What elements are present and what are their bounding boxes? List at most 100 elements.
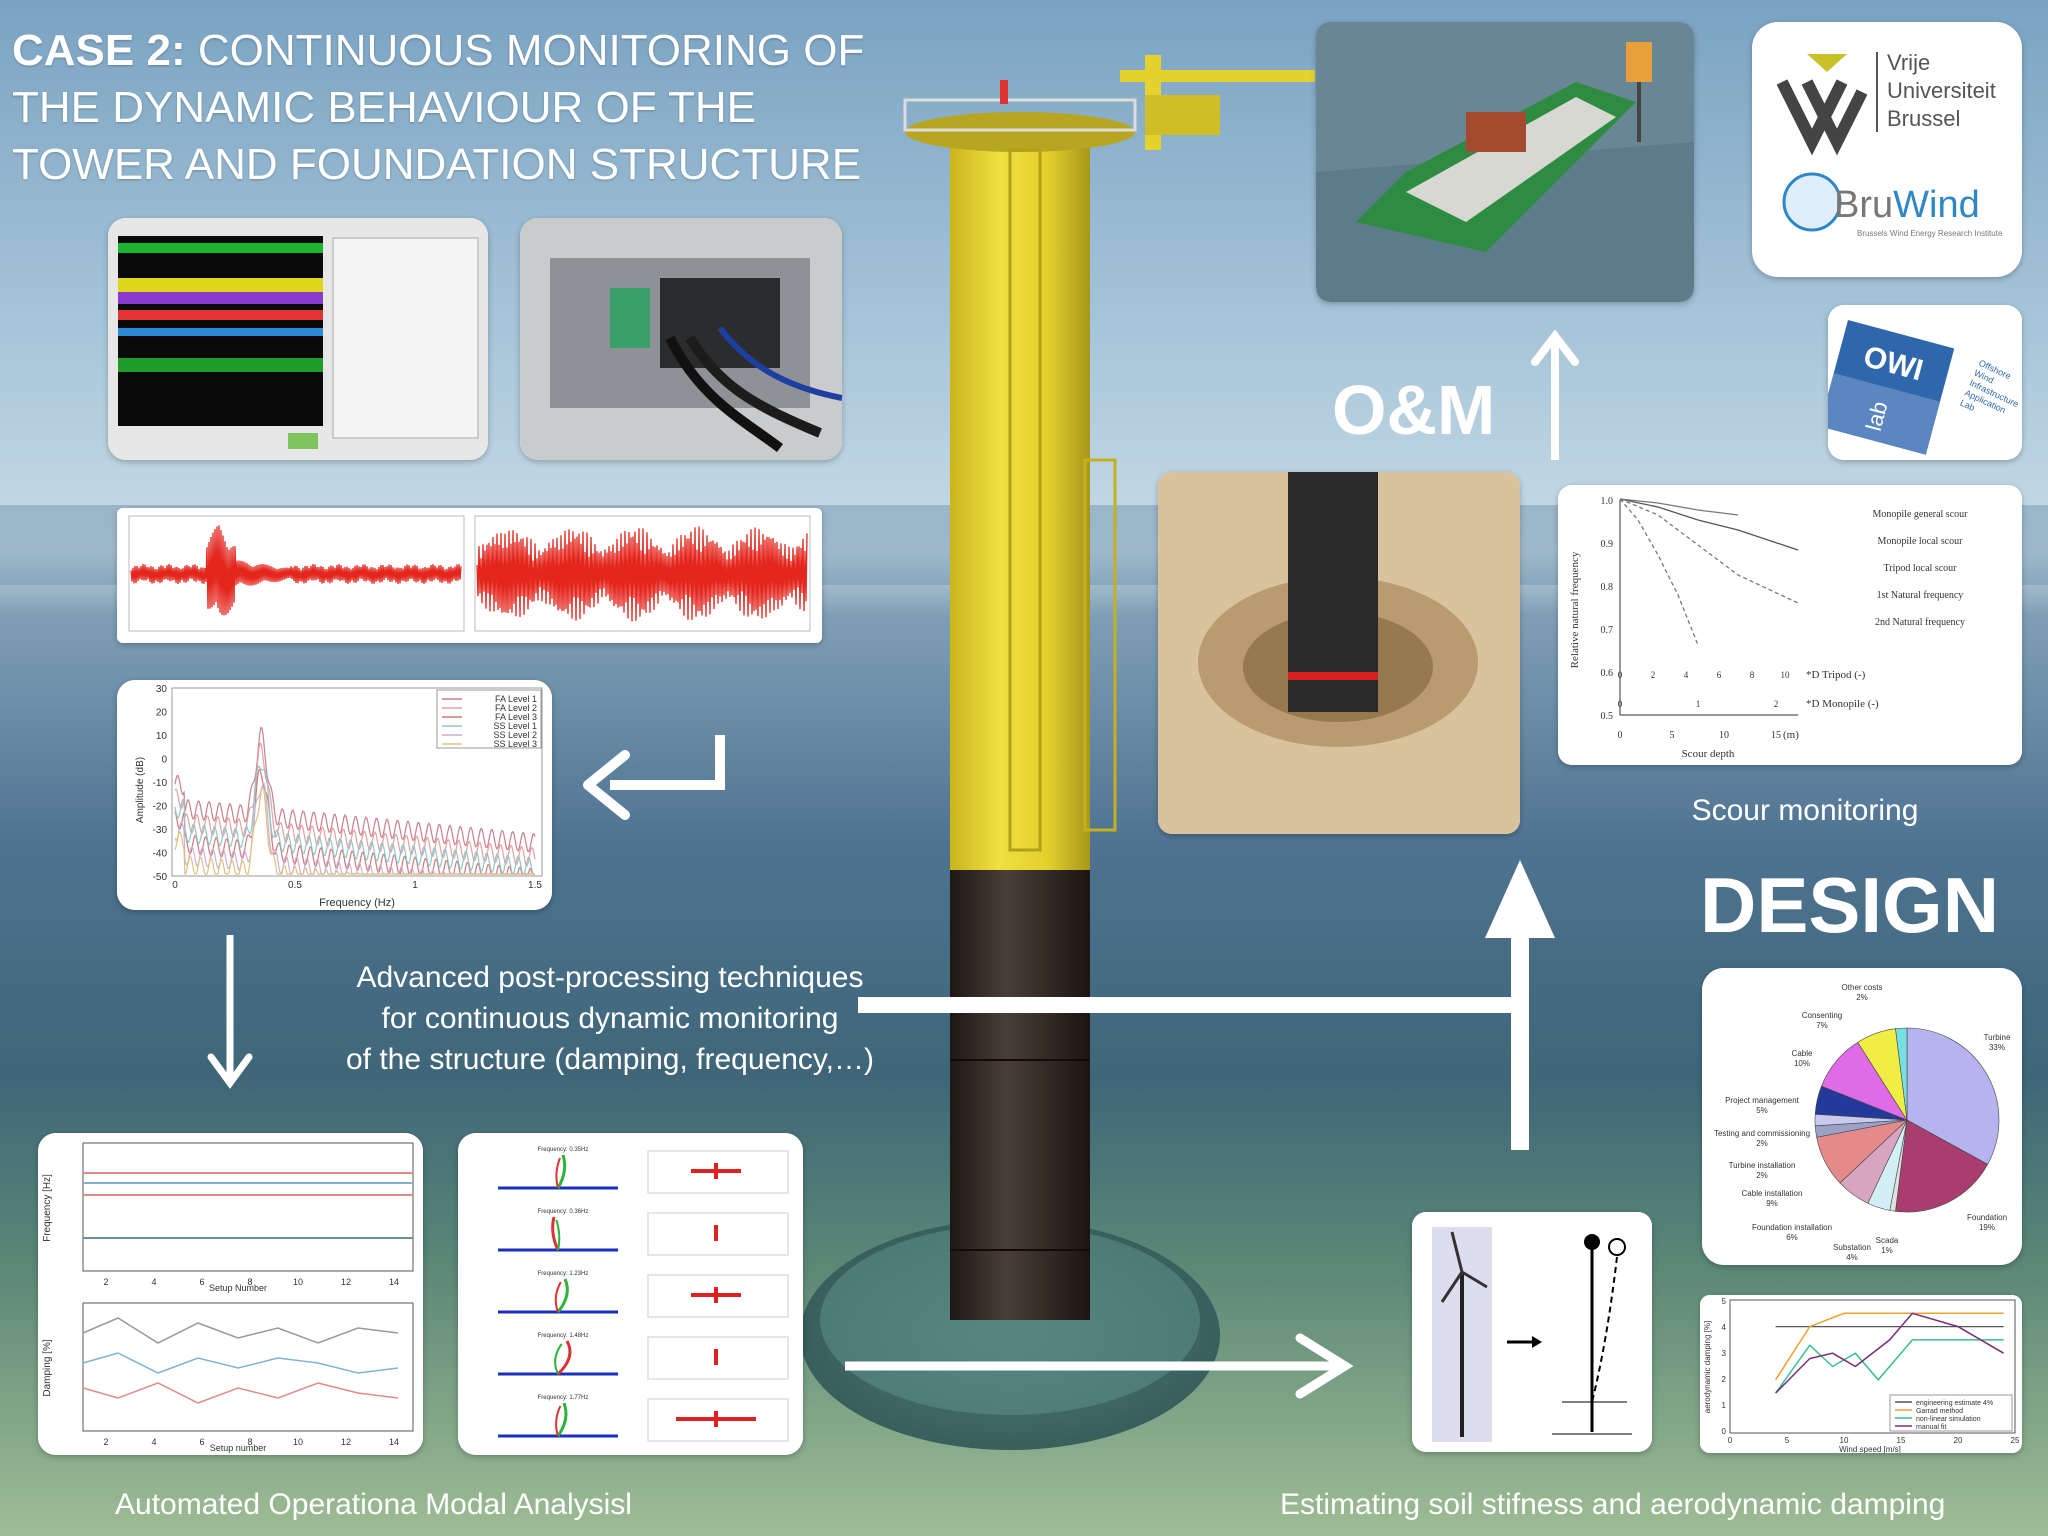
scour-caption: Scour monitoring [1691, 794, 1919, 827]
arrow-right-soil [845, 1333, 1354, 1399]
oma-xtick: 4 [151, 1437, 156, 1447]
spectrum-ytick: 20 [156, 708, 168, 719]
damp-xtick: 5 [1785, 1436, 1790, 1445]
pie-label-name: Scada [1876, 1236, 1899, 1245]
pie-slice [1895, 1027, 1908, 1121]
scour-legend-label: 2nd Natural frequency [1875, 617, 1965, 628]
scour-xtick-depth: 15 [1771, 730, 1781, 741]
spectrum-series-2 [174, 742, 536, 867]
pie-label-pct: 2% [1856, 993, 1868, 1002]
mode-title: Frequency: 1.23Hz [538, 1271, 589, 1277]
soil-caption: Estimating soil stifness and aerodynamic… [1280, 1488, 1946, 1521]
scour-mono-general-1st [1619, 498, 1799, 551]
turbine-model-sketch [1412, 1212, 1652, 1452]
damp-ytick: 2 [1722, 1375, 1727, 1384]
arrow-up-om [1531, 330, 1579, 460]
oma-xtick: 6 [199, 1277, 204, 1287]
mode-shape-side [556, 1340, 572, 1376]
poster-title: CASE 2: CONTINUOUS MONITORING OF THE DYN… [12, 22, 864, 193]
daq-hardware-photo [520, 218, 842, 460]
pie-label-name: Foundation installation [1752, 1223, 1832, 1232]
oma-xtick: 8 [247, 1277, 252, 1287]
pie-label-pct: 4% [1846, 1253, 1858, 1262]
scour-xtick-monopile: 0 [1618, 699, 1623, 709]
oma-xtick: 12 [341, 1437, 351, 1447]
spectrum-legend-label: FA Level 2 [495, 703, 537, 713]
damp-xlabel: Wind speed [m/s] [1839, 1445, 1901, 1453]
pie-label-pct: 19% [1979, 1223, 1995, 1232]
oma-xtick: 14 [389, 1277, 399, 1287]
pie-label-pct: 2% [1756, 1139, 1768, 1148]
oma-xtick: 4 [151, 1277, 156, 1287]
mode-shape-side [556, 1154, 567, 1189]
pie-label-name: Substation [1833, 1243, 1871, 1252]
oma-xtick: 2 [103, 1437, 108, 1447]
scour-legend-label: 1st Natural frequency [1877, 590, 1964, 601]
arrow-down [207, 935, 253, 1089]
spectrum-xtick: 0.5 [288, 880, 302, 891]
pie-label-pct: 10% [1794, 1059, 1810, 1068]
vessel-photo [1316, 22, 1694, 302]
scour-ylabel: Relative natural frequency [1569, 551, 1581, 668]
pie-label-name: Consenting [1802, 1011, 1842, 1020]
pie-label-pct: 2% [1756, 1171, 1768, 1180]
spectrum-ytick: -30 [153, 825, 168, 836]
spectrum-ytick: -50 [153, 872, 168, 883]
scour-ytick: 1.0 [1601, 496, 1614, 507]
om-label: O&M [1332, 371, 1496, 449]
mode-shape-side [551, 1216, 560, 1251]
spectrum-legend-label: FA Level 1 [495, 694, 537, 704]
pie-label-name: Turbine [1984, 1033, 2011, 1042]
pie-label-pct: 33% [1989, 1043, 2005, 1052]
pie-label-pct: 1% [1881, 1246, 1893, 1255]
scour-mono-general-2nd [1619, 498, 1799, 604]
oma-xtick: 14 [389, 1437, 399, 1447]
scour-xtick-tripod: 0 [1618, 670, 1623, 680]
mode-plan-frame [647, 1150, 789, 1194]
vub-line3: Brussel [1887, 106, 1960, 131]
spectrum-xlabel: Frequency (Hz) [319, 897, 395, 909]
title-line1: CONTINUOUS MONITORING OF [185, 26, 865, 75]
vub-line2: Universiteit [1887, 78, 1996, 103]
pie-label-pct: 9% [1766, 1199, 1778, 1208]
spectrum-xtick: 1.5 [528, 880, 542, 891]
damp-xtick: 10 [1840, 1436, 1849, 1445]
oma-xlabel-top: Setup Number [209, 1283, 267, 1293]
time-signals-plot [117, 508, 822, 643]
pie-label-name: Foundation [1967, 1213, 2007, 1222]
pie-slice [1895, 1119, 1989, 1213]
bruwind-a: Bru [1834, 184, 1893, 226]
scour-monopile-label: *D Monopile (-) [1806, 698, 1879, 710]
bruwind-sub: Brussels Wind Energy Research Institute [1857, 229, 2003, 238]
mode-title: Frequency: 0.35Hz [538, 1147, 589, 1153]
scour-ytick: 0.5 [1601, 711, 1614, 722]
scour-xtick-tripod: 10 [1781, 670, 1791, 680]
post-line2: for continuous dynamic monitoring [381, 1002, 839, 1035]
post-line1: Advanced post-processing techniques [356, 961, 864, 994]
spectrum-ytick: 0 [161, 755, 167, 766]
pie-slice [1906, 1027, 2000, 1165]
mode-title: Frequency: 0.36Hz [538, 1209, 589, 1215]
damp-xtick: 25 [2011, 1436, 2020, 1445]
spectrum-ytick: -20 [153, 802, 168, 813]
damp-ylabel: aerodynamic damping [%] [1703, 1321, 1712, 1414]
oma-xtick: 6 [199, 1437, 204, 1447]
oma-xtick: 8 [247, 1437, 252, 1447]
pie-label-pct: 7% [1816, 1021, 1828, 1030]
post-processing-caption: Advanced post-processing techniques for … [270, 957, 950, 1080]
damp-ytick: 4 [1722, 1323, 1727, 1332]
bruwind-icon [1782, 172, 1842, 232]
scour-ytick: 0.7 [1601, 625, 1614, 636]
damp-legend-label: manual fit [1916, 1424, 1946, 1431]
damp-ytick: 1 [1722, 1401, 1727, 1410]
damp-series-manual [1775, 1312, 2004, 1394]
vub-emblem [1776, 79, 1868, 156]
pie-label-name: Other costs [1842, 983, 1883, 992]
pie-label-name: Cable installation [1742, 1189, 1803, 1198]
mode-shape-front [554, 1281, 562, 1313]
title-line3: TOWER AND FOUNDATION STRUCTURE [12, 140, 862, 189]
spectrum-series-4 [174, 765, 535, 876]
